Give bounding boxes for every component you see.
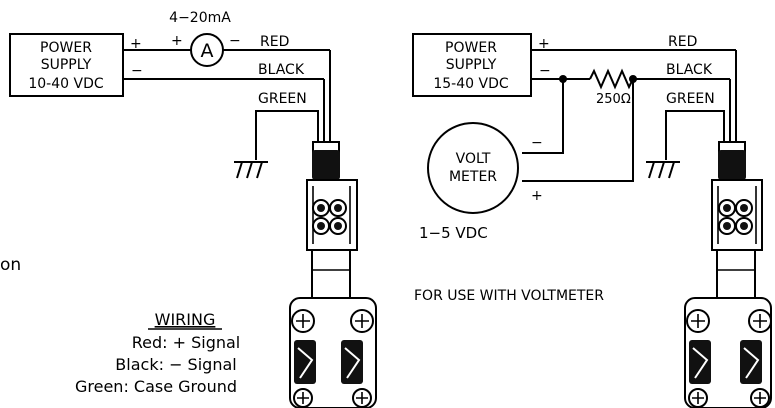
left-black-label: BLACK [258,62,305,78]
left-circuit: POWER SUPPLY 10-40 VDC + + A 4−20mA − RE… [9,10,377,408]
voltmeter-neg-lead [522,79,564,154]
wiring-legend-line1: Red: + Signal [132,333,241,352]
left-red-label: RED [260,34,289,50]
left-meter-plus: + [171,33,183,49]
resistor-value-label: 250Ω [596,92,631,107]
left-meter-minus: − [229,33,241,49]
voltmeter-pos-lead [522,79,634,182]
right-red-label: RED [668,34,697,50]
wiring-legend-title: WIRING [155,310,216,329]
left-ps-plus: + [130,36,142,52]
wiring-legend: WIRING Red: + Signal Black: − Signal Gre… [75,310,240,396]
right-ps-plus: + [538,36,550,52]
right-ground-tick2 [658,161,665,179]
voltmeter-line1: VOLT [456,151,491,167]
voltmeter-symbol [427,122,519,214]
voltmeter-line2: METER [449,169,497,185]
voltmeter-caption: FOR USE WITH VOLTMETER [414,288,604,304]
left-ps-line1: POWER [40,40,92,56]
left-transmitter-device [289,141,377,408]
right-black-label: BLACK [666,62,713,78]
right-green-wire [665,110,725,160]
wiring-legend-line2: Black: − Signal [115,355,236,374]
vm-plus-label: + [531,188,543,204]
left-ground-tick2 [246,161,253,179]
right-ps-line1: POWER [445,40,497,56]
left-green-wire [255,110,319,160]
right-green-label: GREEN [666,91,715,107]
partial-edge-text: on [0,255,21,275]
right-transmitter-device [684,141,772,408]
left-ground-tick1 [236,161,243,179]
left-ps-line3: 10-40 VDC [28,76,103,92]
current-range-label: 4−20mA [169,10,231,26]
voltage-range-label: 1−5 VDC [419,224,488,242]
right-ps-line2: SUPPLY [446,57,497,73]
ammeter-letter: A [201,40,214,62]
right-circuit: POWER SUPPLY 15-40 VDC + RED − 250Ω BLAC… [412,33,772,408]
left-ps-minus: − [131,63,143,79]
left-green-label: GREEN [258,91,307,107]
left-ground-tick3 [256,161,263,179]
vm-minus-label: − [531,135,543,151]
left-ps-line2: SUPPLY [41,57,92,73]
wiring-legend-line3: Green: Case Ground [75,377,237,396]
right-ground-tick3 [668,161,675,179]
right-power-supply-box [412,33,532,97]
left-power-supply-box [9,33,124,97]
right-ps-minus: − [539,63,551,79]
resistor-symbol [589,68,634,90]
right-ps-line3: 15-40 VDC [433,76,508,92]
right-ground-tick1 [648,161,655,179]
